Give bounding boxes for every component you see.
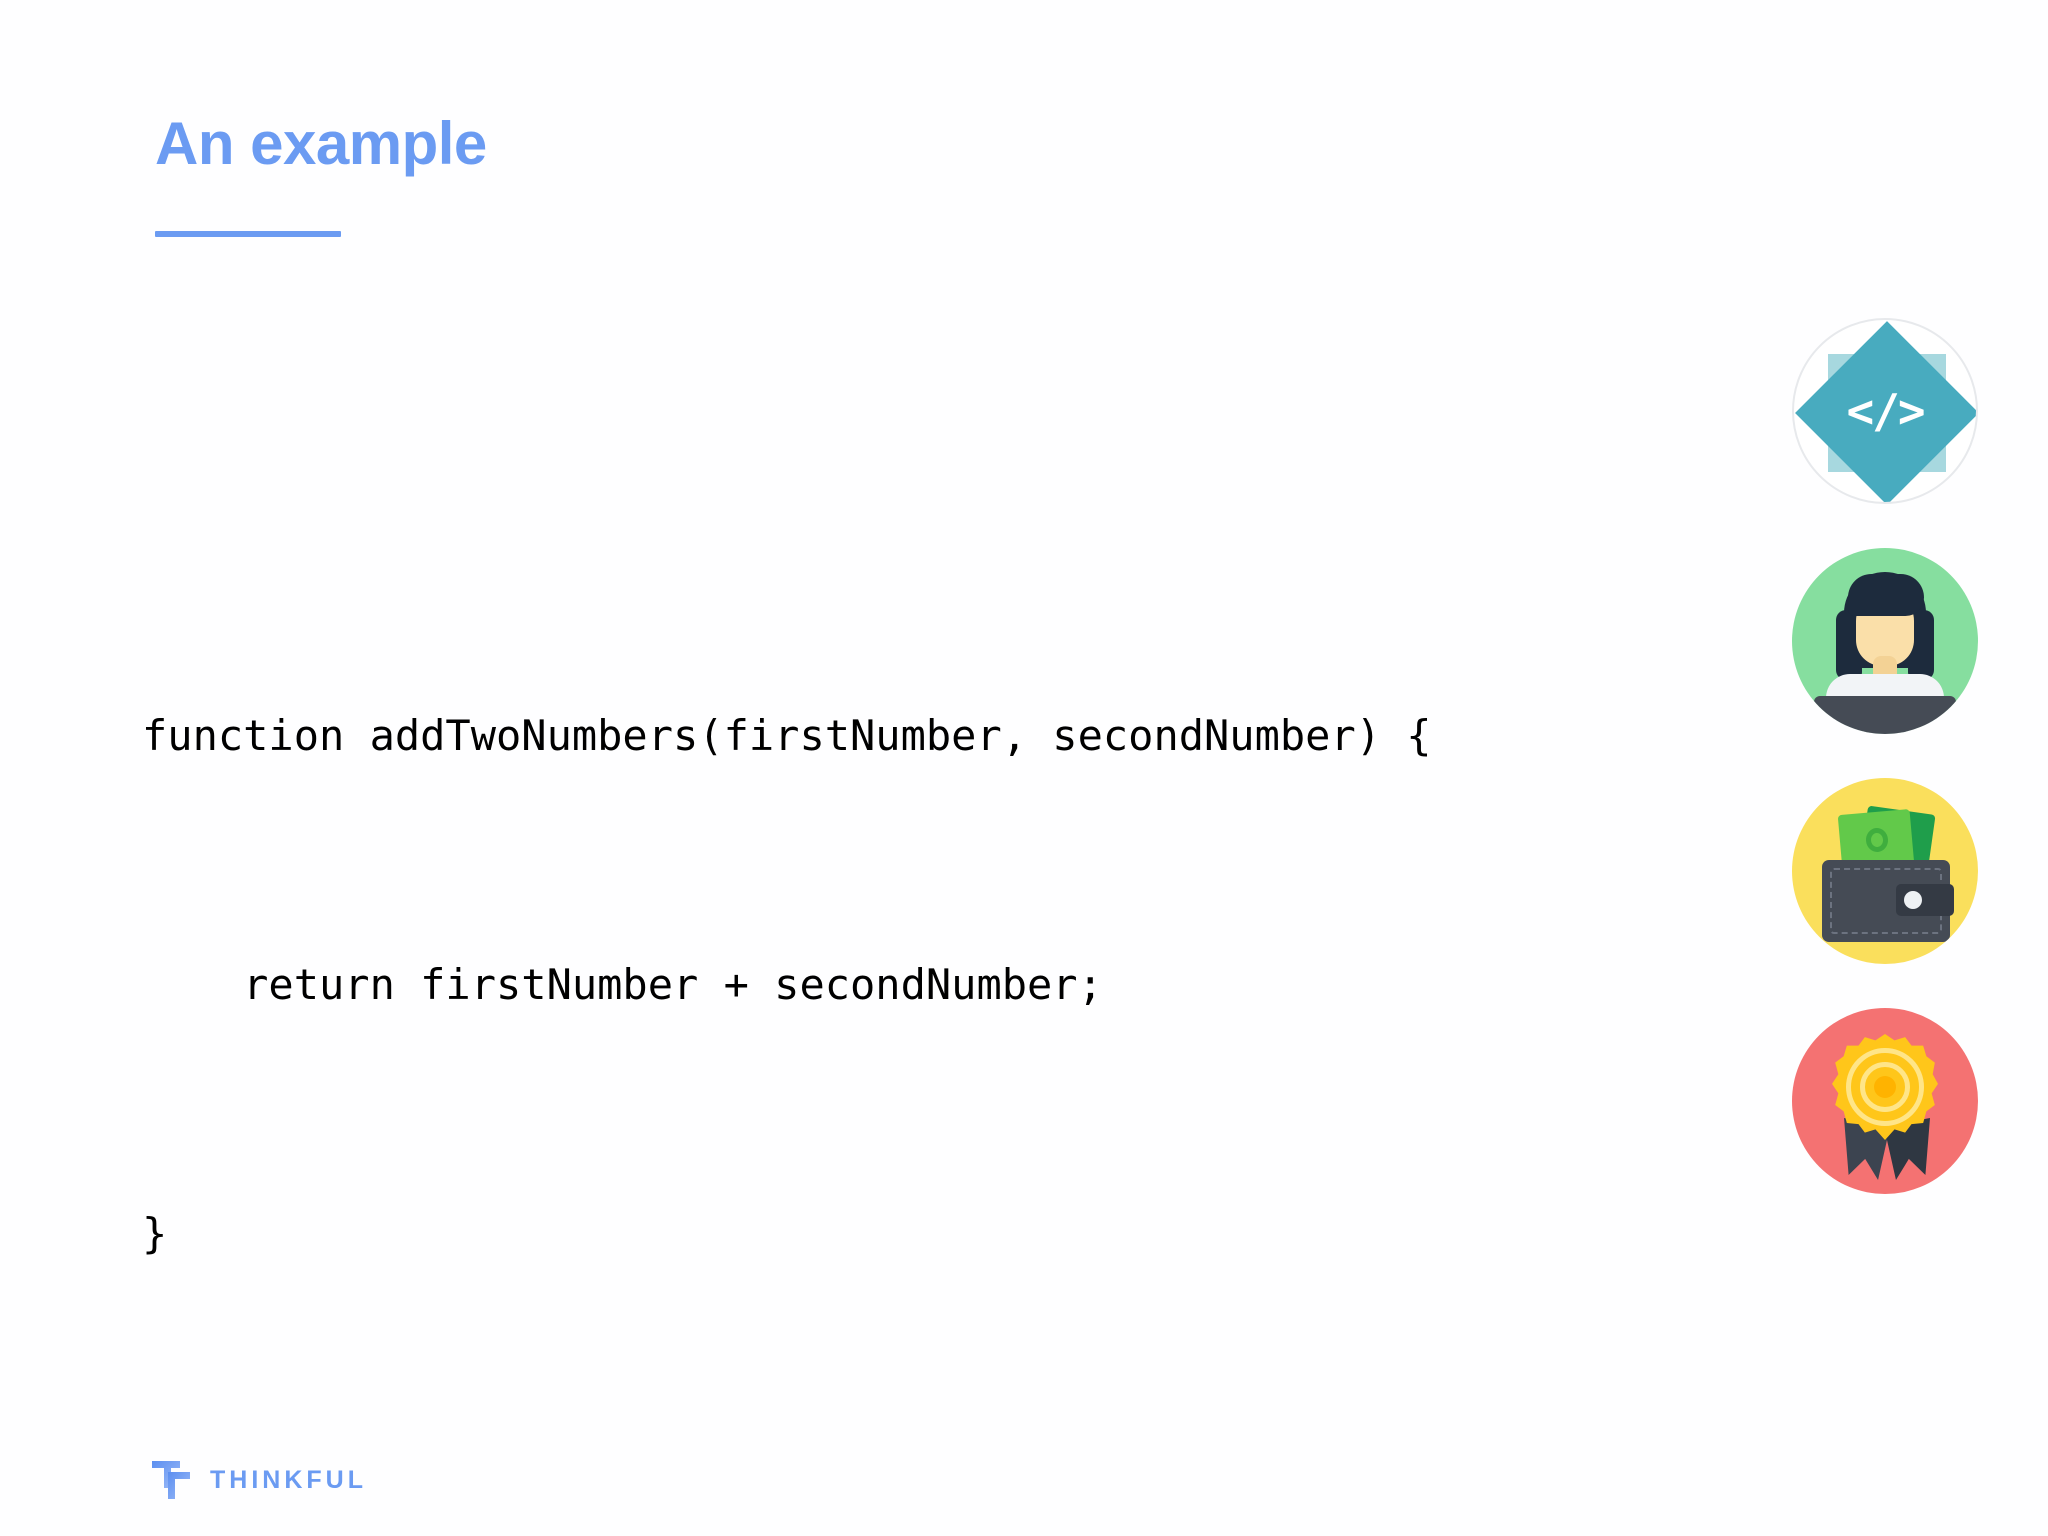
code-icon-glyph: </> bbox=[1846, 384, 1925, 438]
award-ring-outer bbox=[1846, 1048, 1924, 1126]
code-block: function addTwoNumbers(firstNumber, seco… bbox=[142, 528, 1432, 1536]
thinkful-logo-icon bbox=[152, 1461, 190, 1499]
person-at-laptop-icon bbox=[1792, 548, 1978, 734]
code-line: return firstNumber + secondNumber; bbox=[142, 960, 1103, 1009]
footer-brand-logo: THINKFUL bbox=[150, 1458, 367, 1502]
title-block: An example bbox=[155, 112, 487, 237]
icon-slot-code: </> bbox=[1792, 318, 1978, 504]
laptop-icon bbox=[1814, 696, 1956, 734]
icon-slot-wallet bbox=[1792, 778, 1978, 964]
code-icon: </> bbox=[1792, 318, 1978, 504]
code-line: function addTwoNumbers(firstNumber, seco… bbox=[142, 711, 1432, 760]
wallet-with-cash-icon bbox=[1792, 778, 1978, 964]
award-ring-inner bbox=[1860, 1062, 1910, 1112]
icon-slot-person bbox=[1792, 548, 1978, 734]
title-underline-rule bbox=[155, 231, 341, 237]
icon-slot-award bbox=[1792, 1008, 1978, 1194]
avatar-fringe bbox=[1848, 574, 1924, 616]
award-ribbon-icon bbox=[1792, 1008, 1978, 1194]
wallet-snap bbox=[1904, 891, 1922, 909]
thinkful-wordmark: THINKFUL bbox=[210, 1465, 367, 1494]
icon-rail: </> bbox=[1792, 318, 1982, 1238]
code-line: } bbox=[142, 1209, 168, 1258]
award-center bbox=[1874, 1076, 1896, 1098]
page-title: An example bbox=[155, 110, 487, 177]
